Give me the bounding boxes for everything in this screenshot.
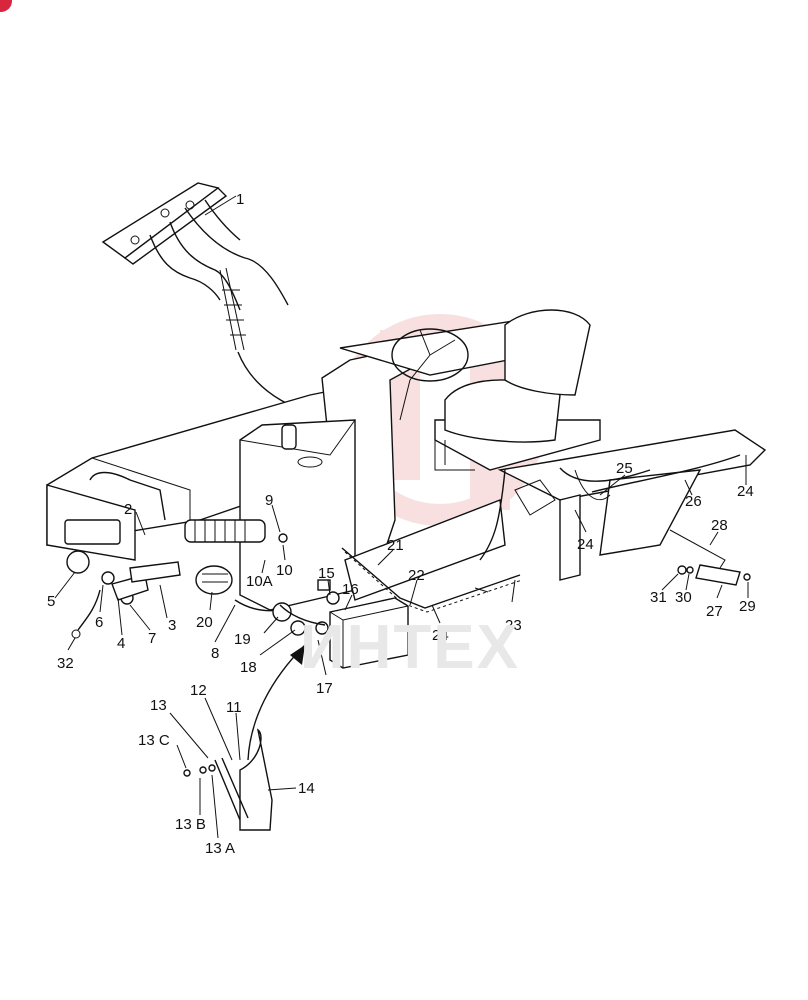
rear-light	[669, 529, 751, 586]
callout-16: 16	[342, 581, 359, 598]
callout-6: 6	[95, 614, 103, 631]
callout-8: 8	[211, 645, 219, 662]
callout-15: 15	[318, 565, 335, 582]
callout-29: 29	[739, 598, 756, 615]
callout-3: 3	[168, 617, 176, 634]
callout-23: 23	[505, 617, 522, 634]
callout-2: 2	[124, 501, 132, 518]
callout-labels: 1 2 3 4 5 6 7 8 9 10 10A 11 12 13 13 A 1…	[47, 191, 756, 857]
callout-24-b: 24	[577, 536, 594, 553]
callout-21: 21	[387, 537, 404, 554]
tractor-body	[46, 309, 767, 669]
callout-32: 32	[57, 655, 74, 672]
floor-switch	[183, 644, 306, 831]
callout-28: 28	[711, 517, 728, 534]
callout-13b: 13 B	[175, 816, 206, 833]
callout-12: 12	[190, 682, 207, 699]
callout-13: 13	[150, 697, 167, 714]
callout-4: 4	[117, 635, 125, 652]
callout-18: 18	[240, 659, 257, 676]
callout-25: 25	[616, 460, 633, 477]
callout-13a: 13 A	[205, 840, 235, 857]
callout-10: 10	[276, 562, 293, 579]
instrument-panel	[101, 182, 289, 351]
callout-7: 7	[148, 630, 156, 647]
callout-22: 22	[408, 567, 425, 584]
callout-19: 19	[234, 631, 251, 648]
callout-5: 5	[47, 593, 55, 610]
callout-30: 30	[675, 589, 692, 606]
callout-9: 9	[265, 492, 273, 509]
callout-26: 26	[685, 493, 702, 510]
callout-14: 14	[298, 780, 315, 797]
callout-24-a: 24	[432, 627, 449, 644]
callout-20: 20	[196, 614, 213, 631]
leader-lines	[54, 195, 749, 839]
callout-27: 27	[706, 603, 723, 620]
callout-11: 11	[226, 699, 242, 716]
callout-17: 17	[316, 680, 333, 697]
callout-1: 1	[236, 191, 244, 208]
callout-10a: 10A	[246, 573, 273, 590]
callout-24-c: 24	[737, 483, 754, 500]
lh-components	[64, 471, 288, 639]
callout-31: 31	[650, 589, 667, 606]
callout-13c: 13 C	[138, 732, 170, 749]
watermark-text: ИНТЕХ	[300, 613, 520, 682]
